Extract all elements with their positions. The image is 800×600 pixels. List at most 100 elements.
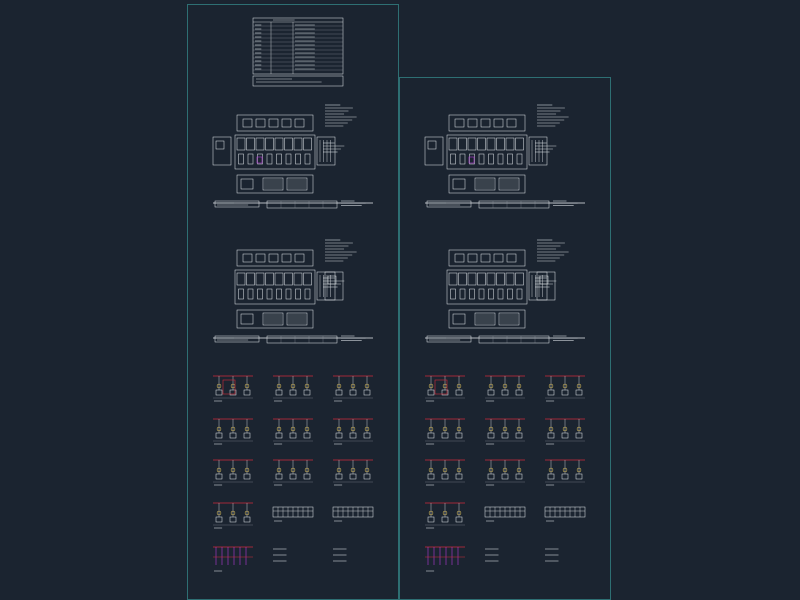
aux-panel-window bbox=[215, 140, 225, 150]
panel-top-bus bbox=[236, 114, 314, 132]
breaker-symbol bbox=[459, 153, 466, 165]
breaker-symbol bbox=[548, 467, 554, 473]
side-panel bbox=[528, 271, 548, 301]
breaker-symbol bbox=[507, 153, 513, 165]
meter-box bbox=[515, 432, 523, 439]
panel-top-cell bbox=[506, 118, 517, 128]
meter-box bbox=[455, 432, 463, 439]
breaker-symbol bbox=[548, 426, 554, 432]
breaker-symbol bbox=[276, 288, 282, 300]
meter-box bbox=[275, 473, 283, 480]
base-cell bbox=[452, 313, 466, 325]
switchboard-section bbox=[284, 272, 293, 286]
meter-box bbox=[349, 432, 357, 439]
meter-box bbox=[427, 389, 435, 396]
breaker-symbol bbox=[336, 383, 342, 389]
switchboard-section bbox=[477, 137, 486, 151]
panel-base-frame bbox=[448, 309, 526, 329]
cable-tray-hatch bbox=[498, 312, 520, 326]
breaker-symbol bbox=[290, 383, 296, 389]
title-block-left bbox=[214, 200, 260, 208]
switchboard-section bbox=[274, 137, 284, 151]
panel-top-cell bbox=[281, 253, 292, 263]
panel-top-cell bbox=[454, 118, 465, 128]
aux-panel-detail bbox=[212, 136, 232, 166]
breaker-symbol bbox=[442, 426, 448, 432]
breaker-symbol bbox=[442, 467, 448, 473]
meter-box bbox=[441, 473, 449, 480]
meter-box bbox=[487, 432, 495, 439]
breaker-symbol bbox=[502, 426, 508, 432]
meter-box bbox=[243, 473, 251, 480]
meter-box bbox=[229, 389, 237, 396]
breaker-symbol bbox=[244, 383, 250, 389]
switchboard-section bbox=[293, 272, 303, 286]
meter-box bbox=[575, 432, 583, 439]
breaker-symbol bbox=[488, 383, 494, 389]
switchboard-section bbox=[303, 272, 312, 286]
cable-tray-hatch bbox=[286, 312, 308, 326]
breaker-symbol bbox=[459, 288, 466, 300]
breaker-symbol bbox=[276, 383, 282, 389]
breaker-symbol bbox=[216, 510, 222, 516]
spec-table-footer bbox=[252, 75, 344, 87]
panel-top-cell bbox=[480, 253, 491, 263]
meter-box bbox=[335, 389, 343, 396]
panel-top-cell bbox=[493, 118, 504, 128]
switchboard-section bbox=[265, 137, 274, 151]
panel-top-cell bbox=[294, 253, 305, 263]
panel-top-cell bbox=[268, 118, 279, 128]
meter-box bbox=[455, 473, 463, 480]
meter-box bbox=[275, 389, 283, 396]
breaker-symbol bbox=[502, 467, 508, 473]
switchboard-section bbox=[505, 137, 515, 151]
panel-top-cell bbox=[255, 118, 266, 128]
panel-top-bus bbox=[448, 249, 526, 267]
side-panel bbox=[316, 136, 336, 166]
meter-box bbox=[215, 473, 223, 480]
switchboard-section bbox=[255, 137, 265, 151]
breaker-symbol bbox=[469, 153, 475, 165]
main-switchboard bbox=[234, 134, 316, 170]
switchboard-section bbox=[246, 272, 255, 286]
title-block-left bbox=[214, 335, 260, 343]
breaker-symbol bbox=[516, 426, 522, 432]
meter-box bbox=[303, 473, 311, 480]
breaker-symbol bbox=[576, 383, 582, 389]
breaker-symbol bbox=[516, 467, 522, 473]
switchboard-section bbox=[246, 137, 255, 151]
breaker-symbol bbox=[456, 426, 462, 432]
title-block-table bbox=[266, 335, 338, 344]
highlight-breaker bbox=[256, 156, 263, 164]
title-block-table bbox=[266, 200, 338, 209]
breaker-symbol bbox=[295, 153, 301, 165]
switchboard-section bbox=[236, 272, 246, 286]
breaker-symbol bbox=[576, 467, 582, 473]
panel-top-cell bbox=[268, 253, 279, 263]
breaker-symbol bbox=[230, 467, 236, 473]
side-panel bbox=[528, 136, 548, 166]
breaker-symbol bbox=[266, 153, 273, 165]
breaker-symbol bbox=[350, 467, 356, 473]
breaker-symbol bbox=[478, 288, 485, 300]
meter-box bbox=[335, 432, 343, 439]
meter-box bbox=[561, 389, 569, 396]
breaker-symbol bbox=[276, 467, 282, 473]
meter-box bbox=[441, 389, 449, 396]
breaker-symbol bbox=[238, 153, 244, 165]
breaker-symbol bbox=[497, 153, 504, 165]
meter-box bbox=[243, 389, 251, 396]
breaker-symbol bbox=[276, 426, 282, 432]
panel-top-cell bbox=[467, 118, 478, 128]
breaker-symbol bbox=[497, 288, 504, 300]
switchboard-section bbox=[515, 137, 524, 151]
breaker-symbol bbox=[304, 426, 310, 432]
breaker-symbol bbox=[230, 426, 236, 432]
breaker-symbol bbox=[502, 383, 508, 389]
switchboard-section bbox=[458, 137, 467, 151]
main-switchboard bbox=[446, 269, 528, 305]
breaker-symbol bbox=[450, 288, 456, 300]
protection-zone bbox=[434, 379, 448, 395]
base-cell bbox=[240, 313, 254, 325]
breaker-symbol bbox=[488, 467, 494, 473]
